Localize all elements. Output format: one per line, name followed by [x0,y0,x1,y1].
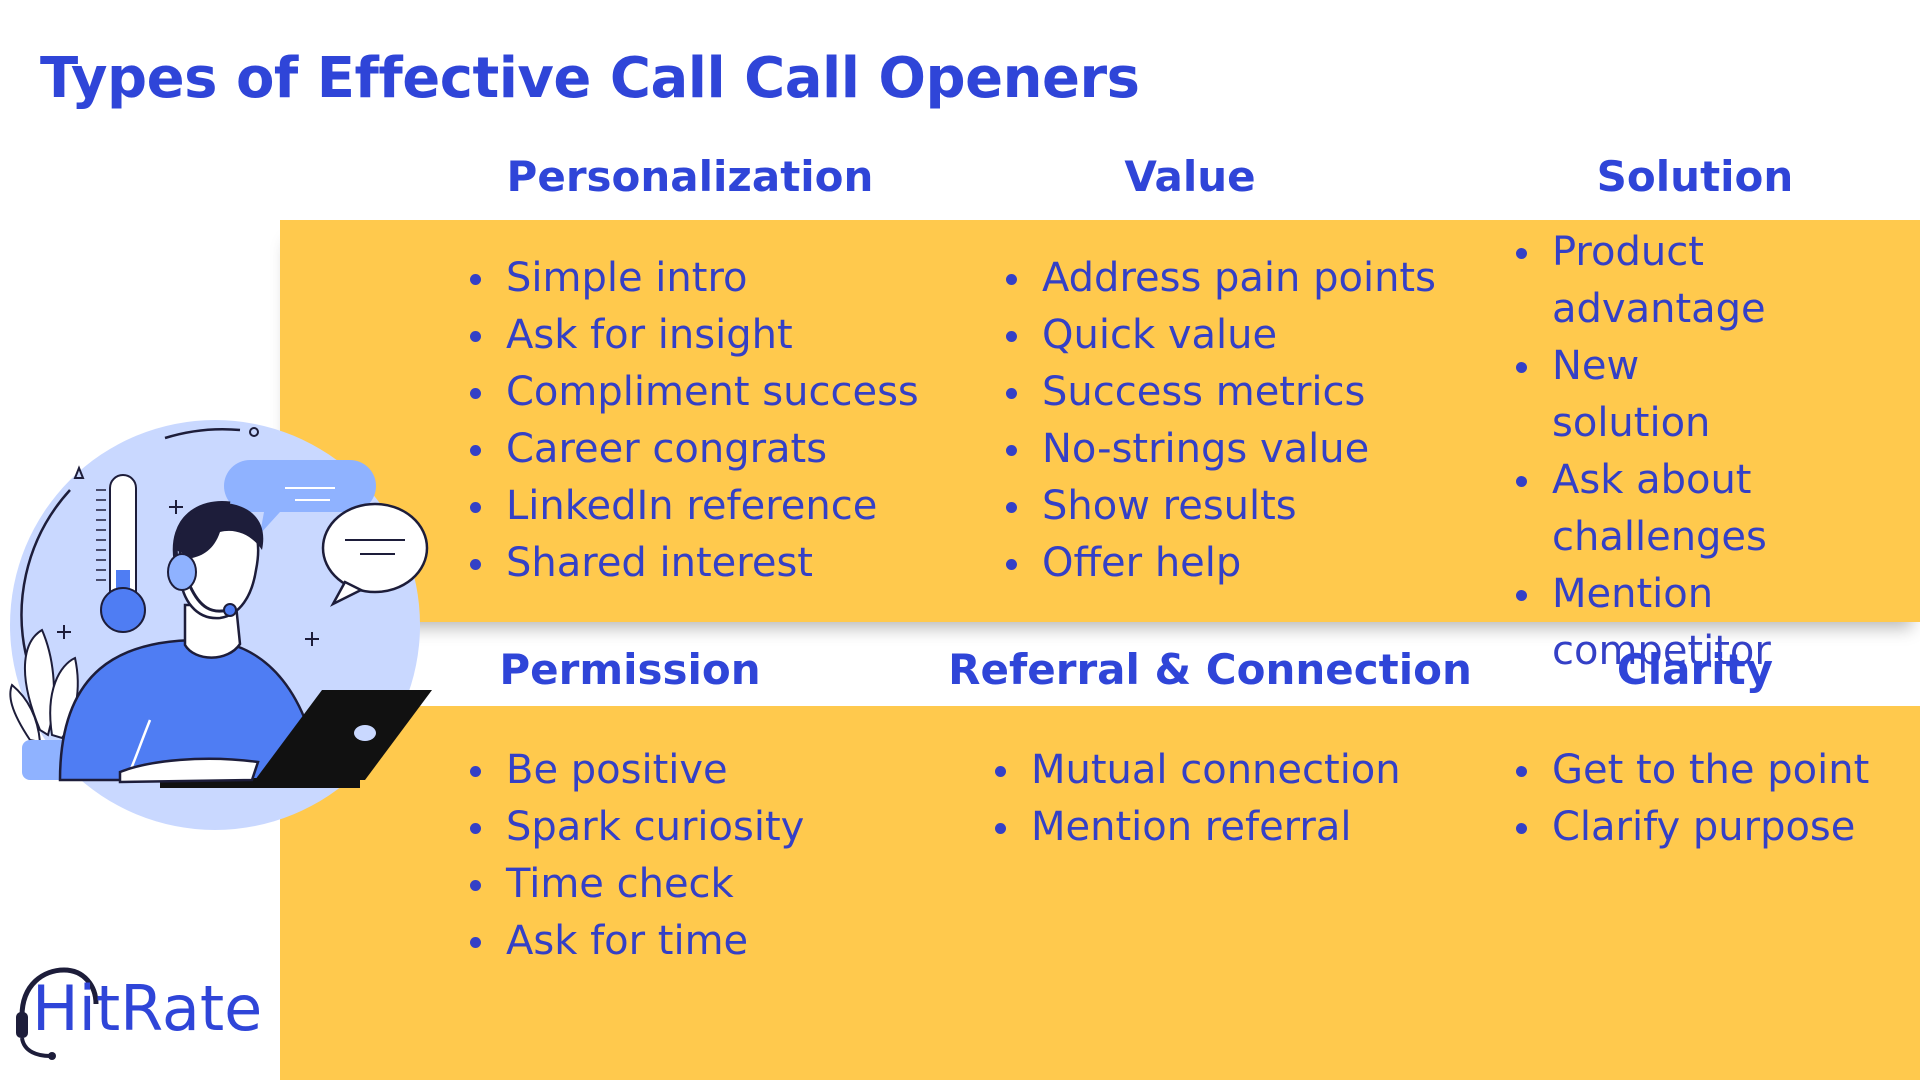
referral-connection-list: Mutual connection Mention referral [995,742,1401,856]
permission-list: Be positive Spark curiosity Time check A… [470,742,804,970]
list-item: Get to the point [1516,742,1869,799]
list-item: Shared interest [470,535,919,592]
heading-value: Value [1124,152,1256,201]
value-list: Address pain points Quick value Success … [1006,250,1436,592]
heading-referral-connection: Referral & Connection [948,645,1472,694]
list-item: Success metrics [1006,364,1436,421]
list-item: Be positive [470,742,804,799]
list-item: Time check [470,856,804,913]
list-item: Mutual connection [995,742,1401,799]
heading-personalization: Personalization [506,152,874,201]
solution-list: Product advantage New solution Ask about… [1516,224,1806,680]
list-item: Ask about challenges [1516,452,1806,566]
bottom-band [280,706,1920,1080]
headset-icon [16,967,99,1060]
list-item: Address pain points [1006,250,1436,307]
list-item: No-strings value [1006,421,1436,478]
list-item: Clarify purpose [1516,799,1869,856]
heading-clarity: Clarity [1616,645,1774,694]
hitrate-logo: HitRate [14,967,264,1060]
list-item: Show results [1006,478,1436,535]
clarity-list: Get to the point Clarify purpose [1516,742,1869,856]
top-band [280,220,1920,622]
page-title: Types of Effective Call Call Openers [40,46,1140,111]
list-item: LinkedIn reference [470,478,919,535]
heading-permission: Permission [499,645,761,694]
list-item: Offer help [1006,535,1436,592]
heading-solution: Solution [1596,152,1794,201]
list-item: Career congrats [470,421,919,478]
call-agent-illustration [9,420,432,830]
list-item: Ask for insight [470,307,919,364]
logo-text: HitRate [32,972,263,1045]
list-item: Quick value [1006,307,1436,364]
list-item: Mention competitor [1516,566,1806,680]
list-item: Spark curiosity [470,799,804,856]
list-item: Ask for time [470,913,804,970]
list-item: New solution [1516,338,1806,452]
personalization-list: Simple intro Ask for insight Compliment … [470,250,919,592]
list-item: Compliment success [470,364,919,421]
list-item: Mention referral [995,799,1401,856]
list-item: Product advantage [1516,224,1806,338]
list-item: Simple intro [470,250,919,307]
